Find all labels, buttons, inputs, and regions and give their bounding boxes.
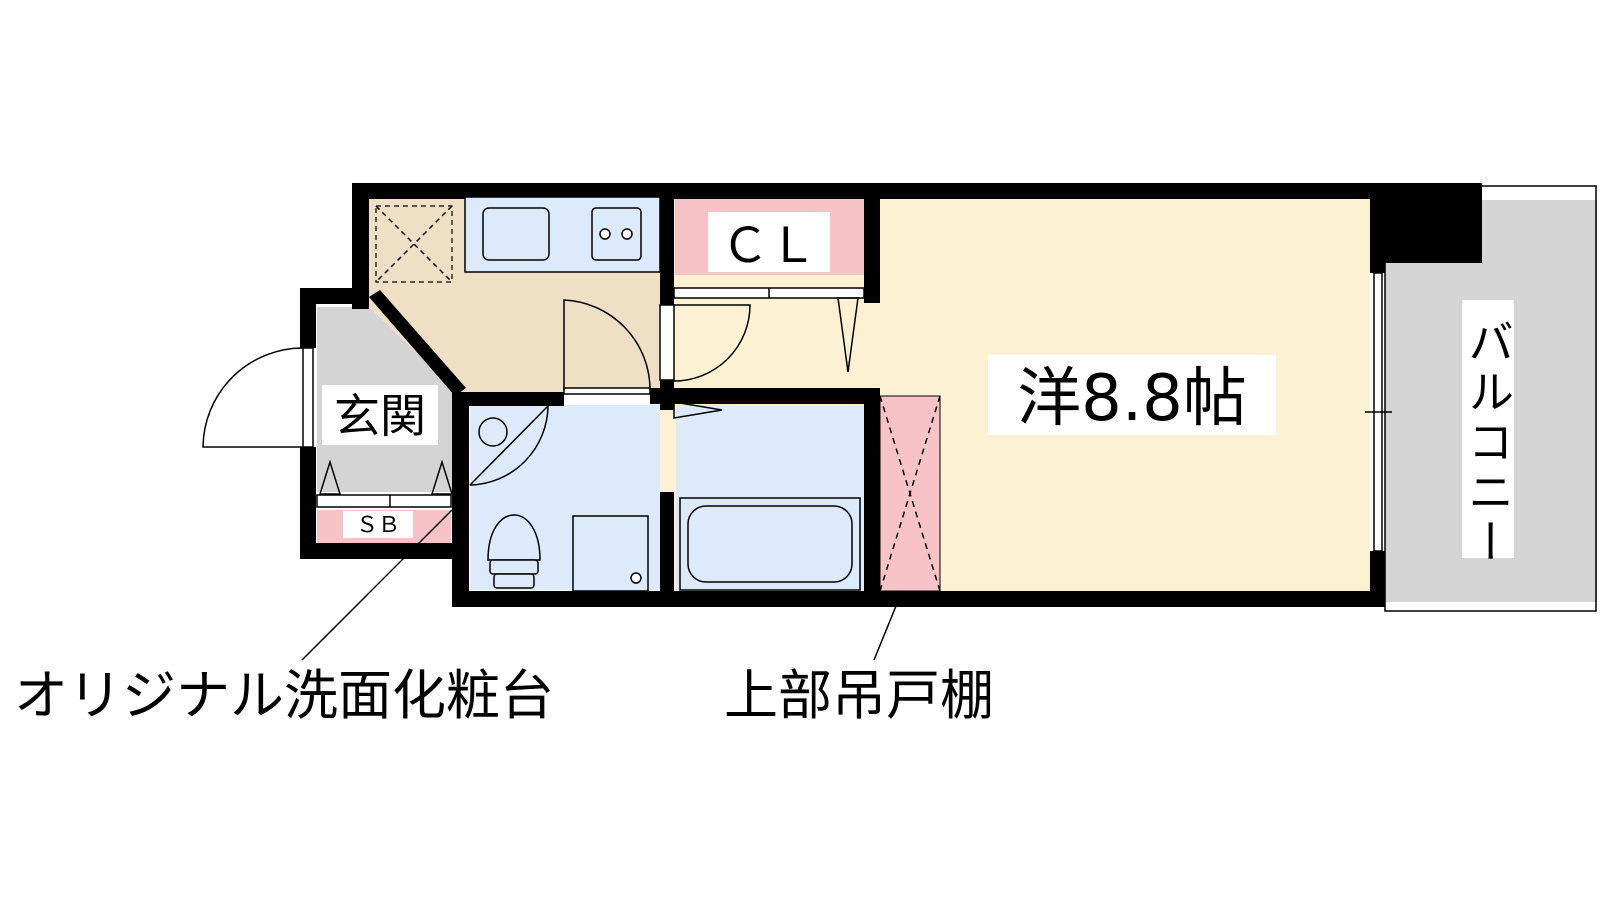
wall-right-lower (1370, 551, 1385, 607)
wall-kitchen-right-upper (660, 197, 674, 305)
wall-bath-right (864, 388, 880, 607)
upper-cabinet-callout: 上部吊戸棚 (724, 664, 994, 727)
refrigerator-space-icon (375, 205, 453, 283)
sink-icon (482, 207, 550, 261)
bathroom-door-icon (673, 401, 723, 419)
western-room-label: 洋8.8帖 (1017, 362, 1247, 436)
wall-wet-top-right (650, 388, 878, 404)
shoebox-door-left-icon (318, 459, 342, 495)
bathtub-inner (687, 505, 853, 583)
vanity-callout: オリジナル洗面化粧台 (14, 664, 554, 727)
entrance-label: 玄関 (334, 389, 426, 443)
closet-label-bg (708, 212, 830, 272)
wall-entrance-diagonal (369, 290, 466, 396)
wall-closet-right (864, 197, 880, 303)
balcony-label: バルコニー (1461, 318, 1515, 568)
room-door-leaf (659, 304, 675, 381)
closet-label: ＣＬ (721, 218, 817, 274)
upper-cabinet-leader-line (873, 605, 897, 661)
wall-wet-top-left (452, 392, 564, 406)
wall-wash-bath-divider (660, 492, 674, 607)
vanity-door-swing-icon (469, 404, 549, 486)
entrance-door-jamb (302, 347, 314, 448)
shoebox-door-right-icon (430, 459, 454, 495)
balcony-label-bg (1462, 300, 1514, 558)
washing-machine-drain (630, 572, 642, 584)
stove-icon (591, 207, 642, 261)
entrance-label-bg (322, 385, 438, 445)
washroom-door-swing-icon (563, 299, 651, 391)
toilet-tank-base (493, 573, 535, 589)
washroom-door-leaf (563, 387, 651, 395)
wall-entrance-top (300, 288, 369, 304)
room-door-swing-icon (673, 304, 751, 382)
wall-entrance-left-upper (300, 288, 316, 348)
entrance-door-swing-icon (202, 347, 304, 448)
balcony-outline (1384, 185, 1597, 612)
shoebox-top-edge (316, 494, 452, 508)
balcony-column (1370, 183, 1482, 263)
wall-bottom (452, 591, 1385, 607)
wall-entrance-left-lower (300, 447, 316, 559)
stove-burner-right (621, 228, 633, 240)
upper-cabinet-cross-b (879, 395, 941, 592)
stove-burner-left (599, 228, 611, 240)
vanity-basin-icon (478, 417, 508, 447)
wall-kitchen-left (352, 183, 369, 309)
vanity-leader-line (301, 509, 453, 661)
western-room-label-bg (988, 355, 1276, 435)
shoebox-label: ＳＢ (356, 513, 400, 538)
wall-entrance-bottom (300, 543, 453, 559)
shoebox-label-bg (343, 511, 413, 538)
toilet-icon (487, 514, 541, 561)
wall-kitchen-right-lower (660, 380, 674, 410)
closet-folding-door-icon (837, 297, 859, 373)
wall-top (352, 183, 1385, 199)
toilet-tank (489, 559, 539, 575)
wall-washroom-left (452, 392, 469, 607)
